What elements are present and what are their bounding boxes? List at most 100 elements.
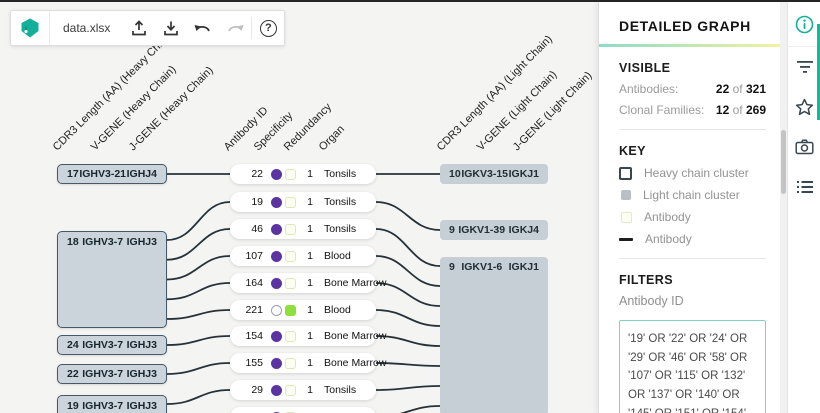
help-button[interactable]: ? <box>252 11 284 45</box>
redundancy-value: 1 <box>307 357 313 369</box>
edge-line <box>166 389 231 405</box>
antibody-line-icon <box>619 237 633 241</box>
cluster-v-gene: IGHV3-21 <box>79 168 126 180</box>
specificity-icons <box>271 250 296 262</box>
info-button[interactable] <box>788 2 820 47</box>
redundancy-value: 1 <box>307 277 313 289</box>
antibody-row[interactable]: 46 1 Tonsils <box>230 219 376 239</box>
panel-scrollbar[interactable] <box>780 2 787 413</box>
edge-line <box>166 201 231 241</box>
specificity-circle-icon <box>271 357 282 369</box>
antibody-row[interactable]: 164 1 Bone Marrow <box>230 273 386 293</box>
redo-button[interactable] <box>219 11 251 45</box>
section-divider <box>619 129 766 130</box>
organ-label: Tonsils <box>324 223 357 235</box>
edge-line <box>375 309 441 327</box>
antibody-id-filter-input[interactable]: '19' OR '22' OR '24' OR '29' OR '46' OR … <box>619 320 766 413</box>
cluster-v-gene: IGHV3-7 <box>82 339 124 351</box>
graph-canvas[interactable]: CDR3 Length (AA) (Heavy Chain)V-GENE (He… <box>0 2 598 413</box>
redundancy-value: 1 <box>307 384 313 396</box>
toolbar: data.xlsx <box>10 10 286 46</box>
cluster-cdr3-length: 10 <box>449 168 461 180</box>
specificity-icons <box>271 330 296 342</box>
undo-button[interactable] <box>187 11 219 45</box>
filename-label: data.xlsx <box>63 21 111 35</box>
undo-icon <box>194 25 211 32</box>
cluster-j-gene: IGHJ3 <box>126 236 157 248</box>
edge-line <box>166 255 231 281</box>
section-divider <box>619 258 766 259</box>
edge-line <box>375 228 441 267</box>
edge-line <box>166 309 231 320</box>
app-logo <box>11 11 50 45</box>
redo-icon <box>228 25 244 32</box>
heavy-cluster-icon <box>619 166 632 180</box>
key-item-label: Heavy chain cluster <box>644 166 749 180</box>
camera-icon <box>795 139 814 155</box>
organ-label: Tonsils <box>324 384 357 396</box>
antibody-id: 107 <box>245 250 263 262</box>
specificity-circle-icon <box>271 277 282 289</box>
edge-line <box>166 335 231 346</box>
light-cluster-icon <box>621 190 631 200</box>
antibody-id: 164 <box>245 277 263 289</box>
filters-section: FILTERS Antibody ID '19' OR '22' OR '24'… <box>599 273 780 413</box>
key-item-label: Light chain cluster <box>643 188 740 202</box>
cluster-v-gene: IGKV3-15 <box>461 168 508 180</box>
edge-line <box>375 385 441 391</box>
antibody-id: 46 <box>251 223 263 235</box>
redundancy-value: 1 <box>307 304 313 316</box>
organ-label: Bone Marrow <box>324 357 387 369</box>
antibody-id: 221 <box>245 304 263 316</box>
specificity-square-icon <box>285 304 296 316</box>
edge-line <box>166 282 231 301</box>
cluster-v-gene: IGKV1-6 <box>461 261 503 273</box>
specificity-icons <box>271 168 296 180</box>
specificity-square-icon <box>285 277 296 289</box>
cluster-v-gene: IGHV3-7 <box>82 400 124 412</box>
toolbar-divider <box>251 17 253 39</box>
filter-list-button[interactable] <box>788 47 820 87</box>
visible-stat-label: Clonal Families: <box>619 103 705 117</box>
specificity-square-icon <box>285 384 296 396</box>
scrollbar-thumb[interactable] <box>781 130 786 194</box>
specificity-square-icon <box>285 357 296 369</box>
specificity-icons <box>271 277 296 289</box>
redundancy-value: 1 <box>307 196 313 208</box>
redundancy-value: 1 <box>307 330 313 342</box>
edge-line <box>166 362 231 375</box>
organ-label: Bone Marrow <box>324 277 387 289</box>
specificity-circle-icon <box>271 304 282 316</box>
cluster-v-gene: IGHV3-7 <box>82 236 124 248</box>
antibody-row[interactable]: 1451Bone Marrow <box>230 407 386 413</box>
specificity-square-icon <box>285 168 296 180</box>
organ-label: Tonsils <box>324 196 357 208</box>
favorite-button[interactable] <box>788 87 820 127</box>
key-item: Heavy chain cluster <box>619 166 766 180</box>
specificity-icons <box>271 411 296 413</box>
cluster-cdr3-length: 24 <box>67 339 79 351</box>
upload-button[interactable] <box>123 11 155 45</box>
redundancy-value: 1 <box>307 223 313 235</box>
specificity-circle-icon <box>271 168 282 180</box>
download-button[interactable] <box>155 11 187 45</box>
screenshot-button[interactable] <box>788 127 820 167</box>
list-view-button[interactable] <box>788 167 820 207</box>
